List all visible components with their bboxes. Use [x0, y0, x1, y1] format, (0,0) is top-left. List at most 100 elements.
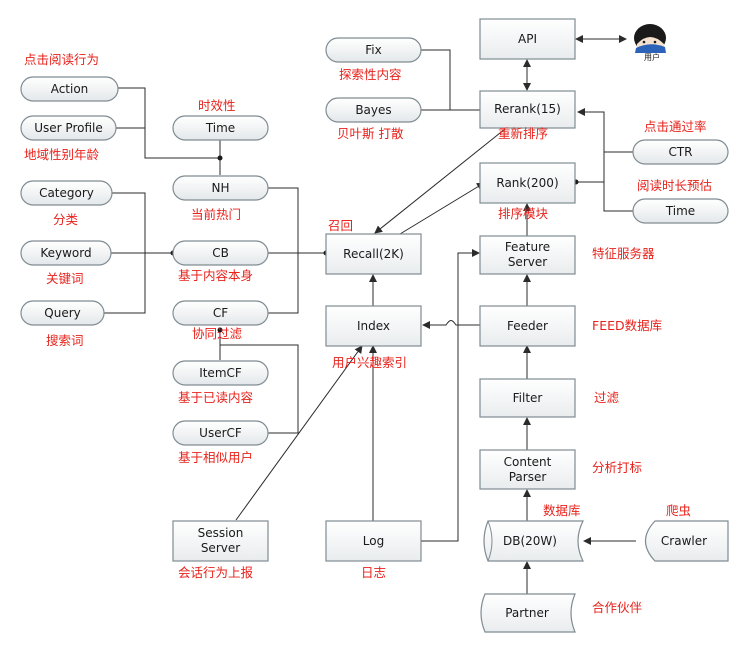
node-keyword[interactable]: Keyword [20, 240, 112, 266]
edge-log-feature [421, 249, 480, 542]
note-time-right: 阅读时长预估 [637, 178, 712, 193]
node-bayes[interactable]: Bayes [325, 97, 422, 123]
node-cb[interactable]: CB [172, 240, 269, 266]
note-ctr: 点击通过率 [644, 119, 707, 134]
node-keyword-label: Keyword [40, 246, 91, 260]
node-api[interactable]: API [479, 18, 576, 60]
note-content-parser: 分析打标 [592, 460, 642, 475]
edge-query-cb [104, 253, 146, 314]
note-bayes: 贝叶斯 打散 [337, 126, 404, 141]
node-recall-label: Recall(2K) [343, 247, 404, 261]
node-index-label: Index [357, 319, 390, 333]
node-itemcf[interactable]: ItemCF [172, 360, 269, 386]
node-nh-label: NH [212, 181, 230, 195]
edge-nh-recall [268, 187, 299, 253]
note-fix: 探索性内容 [339, 67, 402, 82]
edge-usercf-cf [220, 344, 299, 434]
edge-ctr-rank [603, 151, 633, 212]
node-ctr-label: CTR [668, 145, 692, 159]
note-itemcf: 基于已读内容 [178, 390, 253, 405]
node-nh[interactable]: NH [172, 175, 269, 201]
node-feature-server-label-2: Server [508, 255, 547, 269]
edge-rerank-recall [374, 128, 506, 234]
node-content-parser-label-1: Content [504, 455, 552, 469]
node-fix-label: Fix [365, 43, 381, 57]
node-content-parser[interactable]: Content Parser [479, 449, 576, 490]
node-action[interactable]: Action [20, 76, 119, 102]
edge-rank-rerank [576, 108, 605, 183]
note-time-left: 时效性 [198, 98, 236, 113]
node-feeder[interactable]: Feeder [479, 305, 576, 347]
edge-session-index [235, 345, 363, 521]
note-category: 分类 [53, 212, 79, 227]
node-time-left[interactable]: Time [172, 115, 269, 141]
note-cb: 基于内容本身 [178, 268, 253, 283]
node-query-label: Query [44, 306, 80, 320]
note-rank: 排序模块 [498, 206, 549, 221]
note-keyword: 关键词 [46, 271, 84, 286]
node-cf[interactable]: CF [172, 300, 269, 326]
node-crawler[interactable]: Crawler [644, 520, 729, 562]
node-rerank[interactable]: Rerank(15) [479, 90, 576, 129]
node-rank[interactable]: Rank(200) [479, 162, 576, 204]
node-category-label: Category [39, 186, 94, 200]
node-fix[interactable]: Fix [325, 37, 422, 63]
note-action: 点击阅读行为 [24, 52, 99, 67]
note-session-server: 会话行为上报 [178, 565, 254, 580]
note-crawler: 爬虫 [666, 503, 691, 518]
node-ctr[interactable]: CTR [632, 139, 729, 165]
node-feeder-label: Feeder [507, 319, 548, 333]
annotations: 点击阅读行为 时效性 探索性内容 贝叶斯 打散 重新排序 点击通过率 地域性别年… [24, 52, 712, 615]
note-log: 日志 [361, 565, 386, 580]
node-feature-server-label-1: Feature [505, 240, 550, 254]
note-filter: 过滤 [594, 390, 620, 405]
node-itemcf-label: ItemCF [199, 366, 242, 380]
note-index: 用户兴趣索引 [332, 355, 407, 370]
note-db: 数据库 [543, 503, 581, 518]
node-cb-label: CB [212, 246, 229, 260]
node-db-label: DB(20W) [503, 534, 557, 548]
user-avatar-icon: 用户 [634, 24, 666, 62]
node-time-left-label: Time [205, 121, 235, 135]
node-usercf-label: UserCF [199, 426, 242, 440]
note-cf: 协同过滤 [192, 326, 243, 341]
node-rank-label: Rank(200) [496, 176, 558, 190]
edge-cf-recall [268, 253, 299, 314]
node-crawler-label: Crawler [661, 534, 707, 548]
note-query: 搜索词 [46, 333, 84, 348]
note-partner: 合作伙伴 [592, 600, 643, 615]
node-feature-server[interactable]: Feature Server [479, 235, 576, 275]
node-user-profile[interactable]: User Profile [20, 115, 117, 141]
note-feeder: FEED数据库 [592, 318, 662, 333]
user-avatar-caption: 用户 [644, 52, 660, 62]
node-action-label: Action [51, 82, 89, 96]
node-query[interactable]: Query [20, 300, 105, 326]
node-partner[interactable]: Partner [480, 593, 576, 633]
node-log-label: Log [363, 534, 384, 548]
note-nh: 当前热门 [191, 207, 241, 222]
node-api-label: API [518, 32, 537, 46]
node-session-server-label-2: Server [201, 541, 240, 555]
node-usercf[interactable]: UserCF [172, 420, 269, 446]
node-user-profile-label: User Profile [34, 121, 102, 135]
node-db[interactable]: DB(20W) [483, 520, 584, 562]
note-usercf: 基于相似用户 [178, 450, 253, 465]
node-recall[interactable]: Recall(2K) [325, 233, 422, 275]
note-rerank: 重新排序 [498, 126, 548, 141]
node-time-right-label: Time [665, 204, 695, 218]
junction-dot [217, 155, 223, 161]
edge-fix-rerank [421, 49, 480, 111]
note-recall: 召回 [328, 218, 353, 233]
edge-feeder-index [422, 320, 480, 329]
node-filter[interactable]: Filter [479, 378, 576, 418]
node-index[interactable]: Index [325, 305, 422, 347]
node-content-parser-label-2: Parser [509, 470, 547, 484]
node-category[interactable]: Category [20, 180, 113, 206]
node-time-right[interactable]: Time [632, 198, 729, 224]
node-session-server[interactable]: Session Server [172, 520, 269, 562]
node-log[interactable]: Log [325, 520, 422, 562]
edge-category-cb [112, 192, 146, 253]
node-session-server-label-1: Session [198, 526, 244, 540]
note-user-profile: 地域性别年龄 [24, 147, 100, 162]
